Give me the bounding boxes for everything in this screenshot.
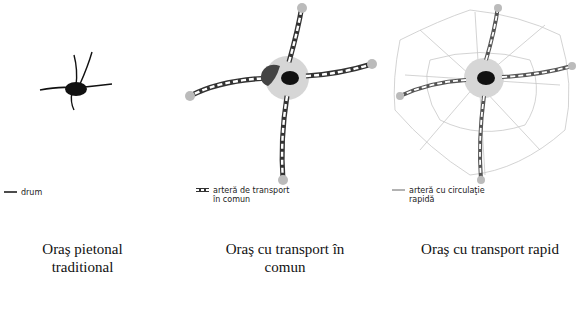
legend-sample bbox=[4, 188, 18, 196]
legend-entry: drum bbox=[4, 188, 94, 197]
transit-city bbox=[185, 3, 377, 185]
legend-label: drum bbox=[21, 188, 42, 197]
rapid-city-arteries bbox=[396, 4, 576, 184]
panel-caption: Oraş cu transport rapid bbox=[415, 240, 565, 258]
legend-sample bbox=[196, 186, 210, 194]
panel-caption: Oraş cu transport în comun bbox=[205, 240, 365, 276]
panel-caption: Oraş pietonal traditional bbox=[20, 240, 145, 276]
legend-label: arteră de transport în comun bbox=[213, 186, 296, 204]
legend-sample bbox=[392, 186, 406, 194]
legend-entry: arteră cu circulaţie rapidă bbox=[392, 186, 492, 204]
legend-entry: arteră de transport în comun bbox=[196, 186, 296, 204]
legend-label: arteră cu circulaţie rapidă bbox=[409, 186, 492, 204]
pedestrian-city bbox=[40, 52, 112, 110]
